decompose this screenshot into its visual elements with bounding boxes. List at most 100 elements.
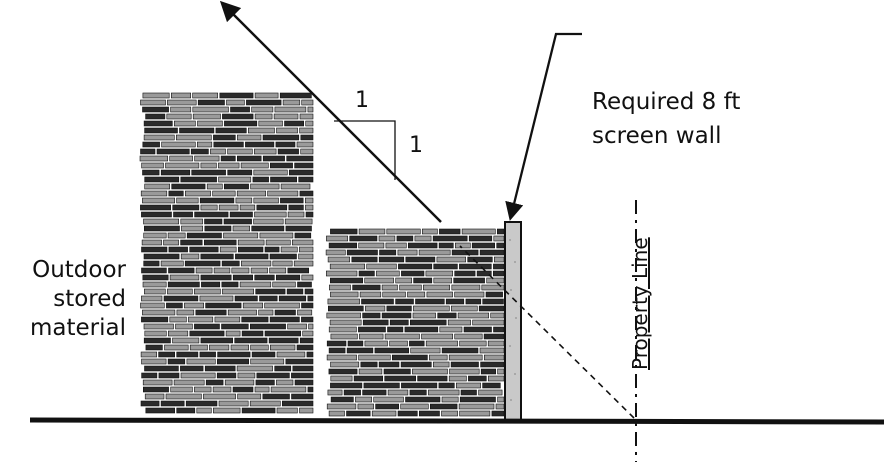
material-piece	[301, 316, 314, 323]
material-piece	[286, 155, 314, 162]
material-piece	[305, 211, 314, 218]
material-piece	[194, 386, 212, 393]
material-piece	[189, 330, 225, 337]
material-piece	[296, 344, 314, 351]
material-piece	[209, 344, 230, 351]
material-piece	[282, 99, 301, 106]
material-piece	[237, 393, 262, 400]
material-piece	[262, 155, 285, 162]
material-piece	[274, 106, 307, 113]
material-piece	[201, 281, 221, 288]
material-piece	[465, 298, 482, 305]
material-piece	[173, 379, 205, 386]
material-piece	[215, 127, 247, 134]
material-piece	[212, 386, 232, 393]
material-piece	[287, 211, 305, 218]
material-piece	[219, 92, 254, 99]
material-piece	[269, 162, 293, 169]
property-line-label: Property Line	[628, 237, 652, 370]
material-piece	[204, 225, 232, 232]
material-piece	[330, 375, 353, 382]
setback-dashed-line	[459, 245, 635, 419]
material-piece	[288, 169, 314, 176]
material-piece	[175, 323, 193, 330]
material-piece	[405, 396, 441, 403]
material-piece	[451, 284, 481, 291]
material-piece	[293, 260, 314, 267]
material-piece	[220, 155, 236, 162]
material-piece	[256, 372, 290, 379]
material-piece	[346, 347, 374, 354]
material-piece	[241, 260, 272, 267]
material-piece	[241, 330, 264, 337]
material-piece	[143, 253, 180, 260]
material-piece	[142, 141, 160, 148]
material-piece	[381, 284, 398, 291]
material-piece	[414, 235, 432, 242]
material-piece	[451, 249, 479, 256]
material-piece	[255, 379, 275, 386]
material-piece	[254, 113, 273, 120]
material-piece	[459, 263, 492, 270]
material-piece	[241, 407, 276, 414]
material-piece	[359, 333, 384, 340]
material-piece	[258, 120, 283, 127]
material-piece	[330, 382, 363, 389]
material-piece	[142, 197, 175, 204]
material-piece	[418, 410, 440, 417]
material-piece	[237, 134, 262, 141]
material-piece	[227, 169, 253, 176]
material-piece	[467, 256, 493, 263]
material-piece	[395, 298, 414, 305]
material-piece	[463, 326, 492, 333]
material-piece	[205, 302, 242, 309]
material-piece	[472, 319, 505, 326]
material-piece	[161, 141, 196, 148]
material-piece	[362, 312, 381, 319]
material-piece	[189, 344, 208, 351]
material-piece	[235, 197, 253, 204]
material-piece	[139, 155, 169, 162]
material-piece	[234, 295, 258, 302]
material-piece	[330, 228, 358, 235]
material-piece	[325, 249, 346, 256]
material-piece	[272, 281, 296, 288]
material-piece	[365, 305, 386, 312]
material-piece	[213, 141, 244, 148]
material-piece	[269, 344, 296, 351]
material-piece	[459, 396, 496, 403]
material-piece	[492, 270, 505, 277]
material-piece	[433, 277, 452, 284]
material-piece	[299, 127, 314, 134]
stored-material-label: Outdoor stored material	[8, 256, 126, 343]
material-piece	[460, 389, 477, 396]
material-piece	[277, 148, 299, 155]
material-piece	[493, 326, 505, 333]
material-piece	[249, 400, 281, 407]
material-piece	[141, 246, 168, 253]
material-piece	[213, 407, 241, 414]
material-piece	[171, 92, 192, 99]
material-piece	[291, 393, 314, 400]
material-piece	[397, 410, 418, 417]
material-piece	[449, 368, 480, 375]
material-piece	[407, 242, 438, 249]
material-piece	[169, 316, 187, 323]
material-piece	[410, 347, 441, 354]
material-piece	[379, 249, 397, 256]
material-piece	[455, 382, 481, 389]
material-piece	[251, 106, 274, 113]
material-piece	[487, 375, 505, 382]
material-piece	[362, 319, 389, 326]
material-piece	[437, 312, 457, 319]
material-piece	[200, 162, 217, 169]
material-piece	[384, 375, 417, 382]
material-piece	[166, 302, 183, 309]
material-piece	[195, 309, 227, 316]
material-piece	[480, 368, 497, 375]
material-piece	[432, 235, 468, 242]
callout-leader-arrow	[505, 32, 582, 221]
material-piece	[478, 389, 503, 396]
material-piece	[299, 113, 314, 120]
material-piece	[194, 155, 220, 162]
